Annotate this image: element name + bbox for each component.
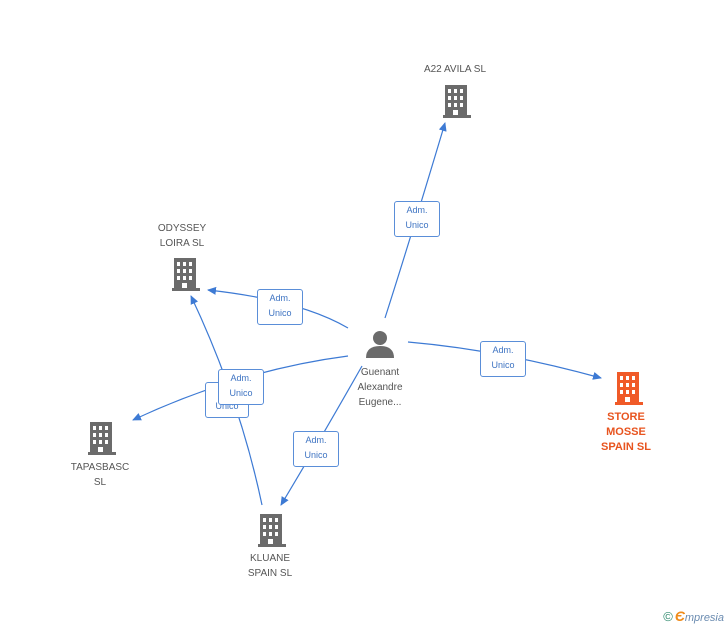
company-label-a22[interactable]: A22 AVILA SL <box>423 64 487 75</box>
empresia-brand: mpresia <box>684 612 724 624</box>
company-label-odyssey[interactable]: ODYSSEY LOIRA SL <box>157 223 207 249</box>
footer-brand: ©Єmpresia <box>663 608 724 624</box>
company-label-kluane[interactable]: KLUANE SPAIN SL <box>247 553 293 579</box>
building-icon-odyssey[interactable] <box>172 258 200 291</box>
edge-label-a22: Adm. Unico <box>394 201 440 237</box>
company-label-tapas[interactable]: TAPASBASC SL <box>70 462 130 488</box>
building-icon-a22[interactable] <box>443 85 471 118</box>
edge-label-store: Adm. Unico <box>480 341 526 377</box>
edge-label-kluane: Adm. Unico <box>293 431 339 467</box>
copyright-icon: © <box>663 609 673 624</box>
person-icon[interactable] <box>366 331 394 358</box>
edge-label-tapas: Adm. Unico <box>218 369 264 405</box>
company-label-store[interactable]: STORE MOSSE SPAIN SL <box>601 411 651 453</box>
building-icon-store[interactable] <box>615 372 643 405</box>
person-label[interactable]: Guenant Alexandre Eugene... <box>357 367 403 408</box>
edge-label-odyssey: Adm. Unico <box>257 289 303 325</box>
building-icon-tapas[interactable] <box>88 422 116 455</box>
building-icon-kluane[interactable] <box>258 514 286 547</box>
empresia-logo-e: Є <box>674 608 685 624</box>
